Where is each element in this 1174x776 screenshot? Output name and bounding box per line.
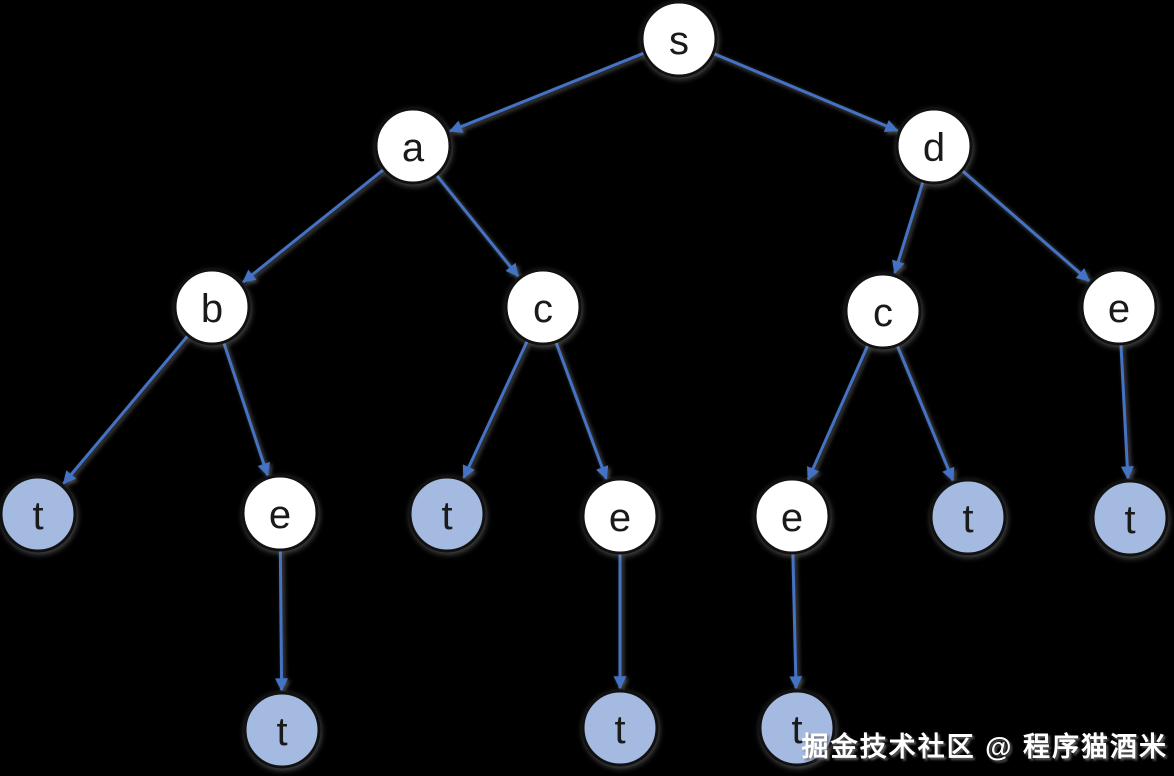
terminal-node-circle [758, 689, 836, 767]
state-node-circle [640, 0, 718, 78]
edge-b-e1 [222, 342, 270, 477]
terminal-node-circle [243, 691, 321, 769]
edges-layer [62, 51, 1134, 692]
node-t1: t [0, 475, 77, 553]
node-t5: t [243, 691, 321, 769]
edge-s-a [448, 51, 645, 133]
state-node-circle [241, 474, 319, 552]
state-node-circle [374, 107, 452, 185]
node-s: s [640, 0, 718, 78]
node-a: a [374, 107, 452, 185]
terminal-node-circle [0, 475, 77, 553]
state-node-circle [1080, 268, 1158, 346]
state-node-circle [504, 268, 582, 346]
edge-c1-t2 [462, 340, 529, 479]
edge-c2-t3 [896, 345, 955, 482]
state-node-circle [753, 477, 831, 555]
state-node-circle [844, 272, 922, 350]
terminal-node-circle [408, 475, 486, 553]
node-c2: c [844, 272, 922, 350]
node-t6: t [581, 689, 659, 767]
state-node-circle [173, 268, 251, 346]
edge-e4-t4 [1119, 344, 1134, 480]
edge-e1-t5 [275, 550, 289, 692]
terminal-node-circle [1091, 479, 1169, 557]
edge-s-d [713, 52, 899, 132]
node-t2: t [408, 475, 486, 553]
node-t3: t [929, 478, 1007, 556]
node-t4: t [1091, 479, 1169, 557]
node-e2: e [581, 477, 659, 555]
edge-a-b [242, 168, 385, 284]
edge-d-e4 [961, 169, 1090, 282]
state-node-circle [895, 107, 973, 185]
state-node-circle [581, 477, 659, 555]
terminal-node-circle [929, 478, 1007, 556]
terminal-node-circle [581, 689, 659, 767]
node-e4: e [1080, 268, 1158, 346]
node-e3: e [753, 477, 831, 555]
node-e1: e [241, 474, 319, 552]
edge-d-c2 [892, 181, 925, 275]
node-d: d [895, 107, 973, 185]
edge-c1-e2 [554, 342, 609, 480]
node-b: b [173, 268, 251, 346]
node-c1: c [504, 268, 582, 346]
watermark: 掘金技术社区 @ 程序猫酒米 [801, 732, 1168, 762]
edge-e3-t7 [789, 553, 803, 690]
edge-b-t1 [62, 335, 189, 485]
edge-a-c1 [435, 174, 520, 277]
edge-c2-e3 [806, 345, 869, 481]
